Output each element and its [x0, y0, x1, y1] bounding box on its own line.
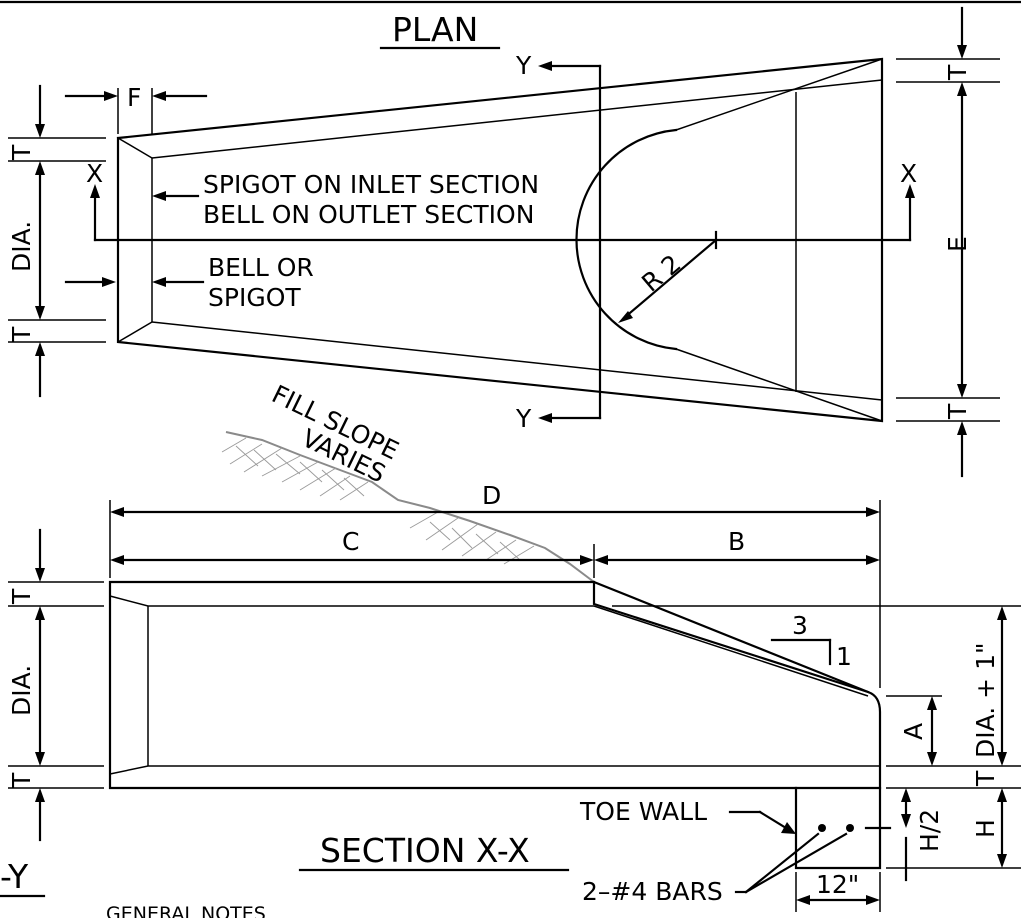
y-bottom-arrow — [538, 413, 552, 423]
note-bell-or: BELL OR — [208, 253, 314, 282]
note-bell-outlet: BELL ON OUTLET SECTION — [203, 200, 534, 229]
bars-leader-c — [744, 832, 848, 894]
sec-t-bottom-arrow — [35, 788, 45, 802]
general-notes-heading: GENERAL NOTES — [106, 903, 266, 918]
section-y-partial-title: -Y — [0, 857, 29, 896]
plan-flare-bottom-line — [675, 348, 883, 422]
x-right-arrow — [905, 184, 915, 198]
plan-dim-t-bottom: T — [7, 326, 36, 343]
a-arrow-top — [927, 696, 937, 710]
note-spigot: SPIGOT — [208, 283, 301, 312]
h-half-arrow-bottom — [901, 814, 911, 828]
radius-leader — [622, 238, 718, 320]
f-arrow-right — [152, 91, 166, 101]
slope-rise-label: 1 — [836, 642, 852, 671]
fill-slope-line — [225, 431, 595, 583]
b-arrow-left — [594, 555, 608, 565]
plan-dim-t-right-bottom: T — [943, 403, 972, 420]
note-arrow-1 — [152, 191, 166, 201]
sec-t-top-arrow — [35, 568, 45, 582]
plan-r-t-top-arrow — [957, 45, 967, 59]
y-label-bottom: Y — [515, 404, 532, 433]
bars-label: 2–#4 BARS — [582, 877, 723, 906]
plan-e-arrow-top — [957, 82, 967, 96]
radius-label: R 2 — [636, 249, 686, 298]
x-left-arrow — [90, 184, 100, 198]
plan-e-arrow-bottom — [957, 384, 967, 398]
dim-c: C — [342, 527, 359, 556]
h-arrow-top — [997, 788, 1007, 802]
plan-dia-arrow-top — [35, 161, 45, 175]
x-label-right: X — [900, 159, 917, 188]
dim-b: B — [728, 527, 745, 556]
sec-dim-t-bottom: T — [7, 772, 36, 789]
toe-wall-leader-b — [758, 810, 788, 830]
plan-inner-top — [151, 79, 883, 159]
toe-wall-arrow — [781, 822, 796, 834]
dim-twelve: 12" — [816, 870, 859, 899]
d-arrow-left — [110, 507, 124, 517]
sec-dim-t-right: T — [971, 770, 1000, 787]
plan-dia-arrow-bottom — [35, 306, 45, 320]
c-arrow-left — [110, 555, 124, 565]
dim-d: D — [482, 481, 501, 510]
dim-dia-plus: DIA. + 1" — [971, 643, 1000, 758]
plan-title: PLAN — [392, 10, 478, 49]
plan-dim-t-top: T — [7, 144, 36, 161]
plan-bell-top-bevel — [117, 137, 153, 159]
toe-wall-label: TOE WALL — [579, 797, 707, 826]
plan-view: PLAN X X Y Y R 2 — [7, 6, 1000, 478]
d-arrow-right — [866, 507, 880, 517]
section-title: SECTION X-X — [320, 831, 530, 870]
plan-dim-dia: DIA. — [7, 221, 36, 272]
c-arrow-right — [580, 555, 594, 565]
sec-dim-dia: DIA. — [7, 665, 36, 716]
dia-plus-arrow-top — [997, 606, 1007, 620]
section-x-view: 3 1 SECTION X-X -Y GENERAL NOTES TOE WAL… — [0, 481, 1021, 918]
y-label-top: Y — [515, 51, 532, 80]
plan-inner-bottom — [151, 321, 883, 401]
bar-2 — [846, 824, 854, 832]
dia-plus-arrow-bottom — [997, 752, 1007, 766]
bar-1 — [818, 824, 826, 832]
section-inner — [109, 595, 594, 607]
x-label-left: X — [86, 159, 103, 188]
radius-arrow — [618, 311, 633, 323]
plan-r-t-bottom-arrow — [957, 421, 967, 435]
slope-run-label: 3 — [792, 611, 808, 640]
dim-f: F — [127, 83, 141, 112]
h-half-arrow-top — [901, 788, 911, 802]
section-slope-inner — [593, 605, 869, 697]
fill-slope: FILL SLOPE VARIES — [221, 379, 595, 583]
note-arrow-2 — [152, 277, 166, 287]
h-arrow-bottom — [997, 854, 1007, 868]
twelve-arrow-left — [796, 895, 810, 905]
sec-dia-arrow-bottom — [35, 752, 45, 766]
plan-t-top-arrow — [35, 124, 45, 138]
dim-h-half: H/2 — [915, 809, 944, 852]
note-spigot-inlet: SPIGOT ON INLET SECTION — [203, 170, 539, 199]
plan-dim-t-right-top: T — [943, 64, 972, 81]
plan-bell-bottom-bevel — [117, 321, 153, 343]
plan-dim-e: E — [943, 236, 972, 252]
y-top-arrow — [538, 61, 552, 71]
b-arrow-right — [866, 555, 880, 565]
section-slope-top — [592, 580, 870, 694]
plan-flare-top-line — [675, 58, 883, 131]
sec-dia-arrow-top — [35, 606, 45, 620]
plan-t-bottom-arrow — [35, 342, 45, 356]
dim-h: H — [971, 819, 1000, 838]
section-outline — [108, 580, 882, 790]
a-arrow-bottom — [927, 752, 937, 766]
sec-dim-t-top: T — [7, 588, 36, 605]
twelve-arrow-right — [866, 895, 880, 905]
dim-a: A — [899, 723, 928, 740]
f-arrow-left — [104, 91, 118, 101]
note-arrow-3 — [102, 277, 116, 287]
section-inner-bottom — [109, 765, 880, 775]
bars-leader-b — [744, 832, 820, 894]
